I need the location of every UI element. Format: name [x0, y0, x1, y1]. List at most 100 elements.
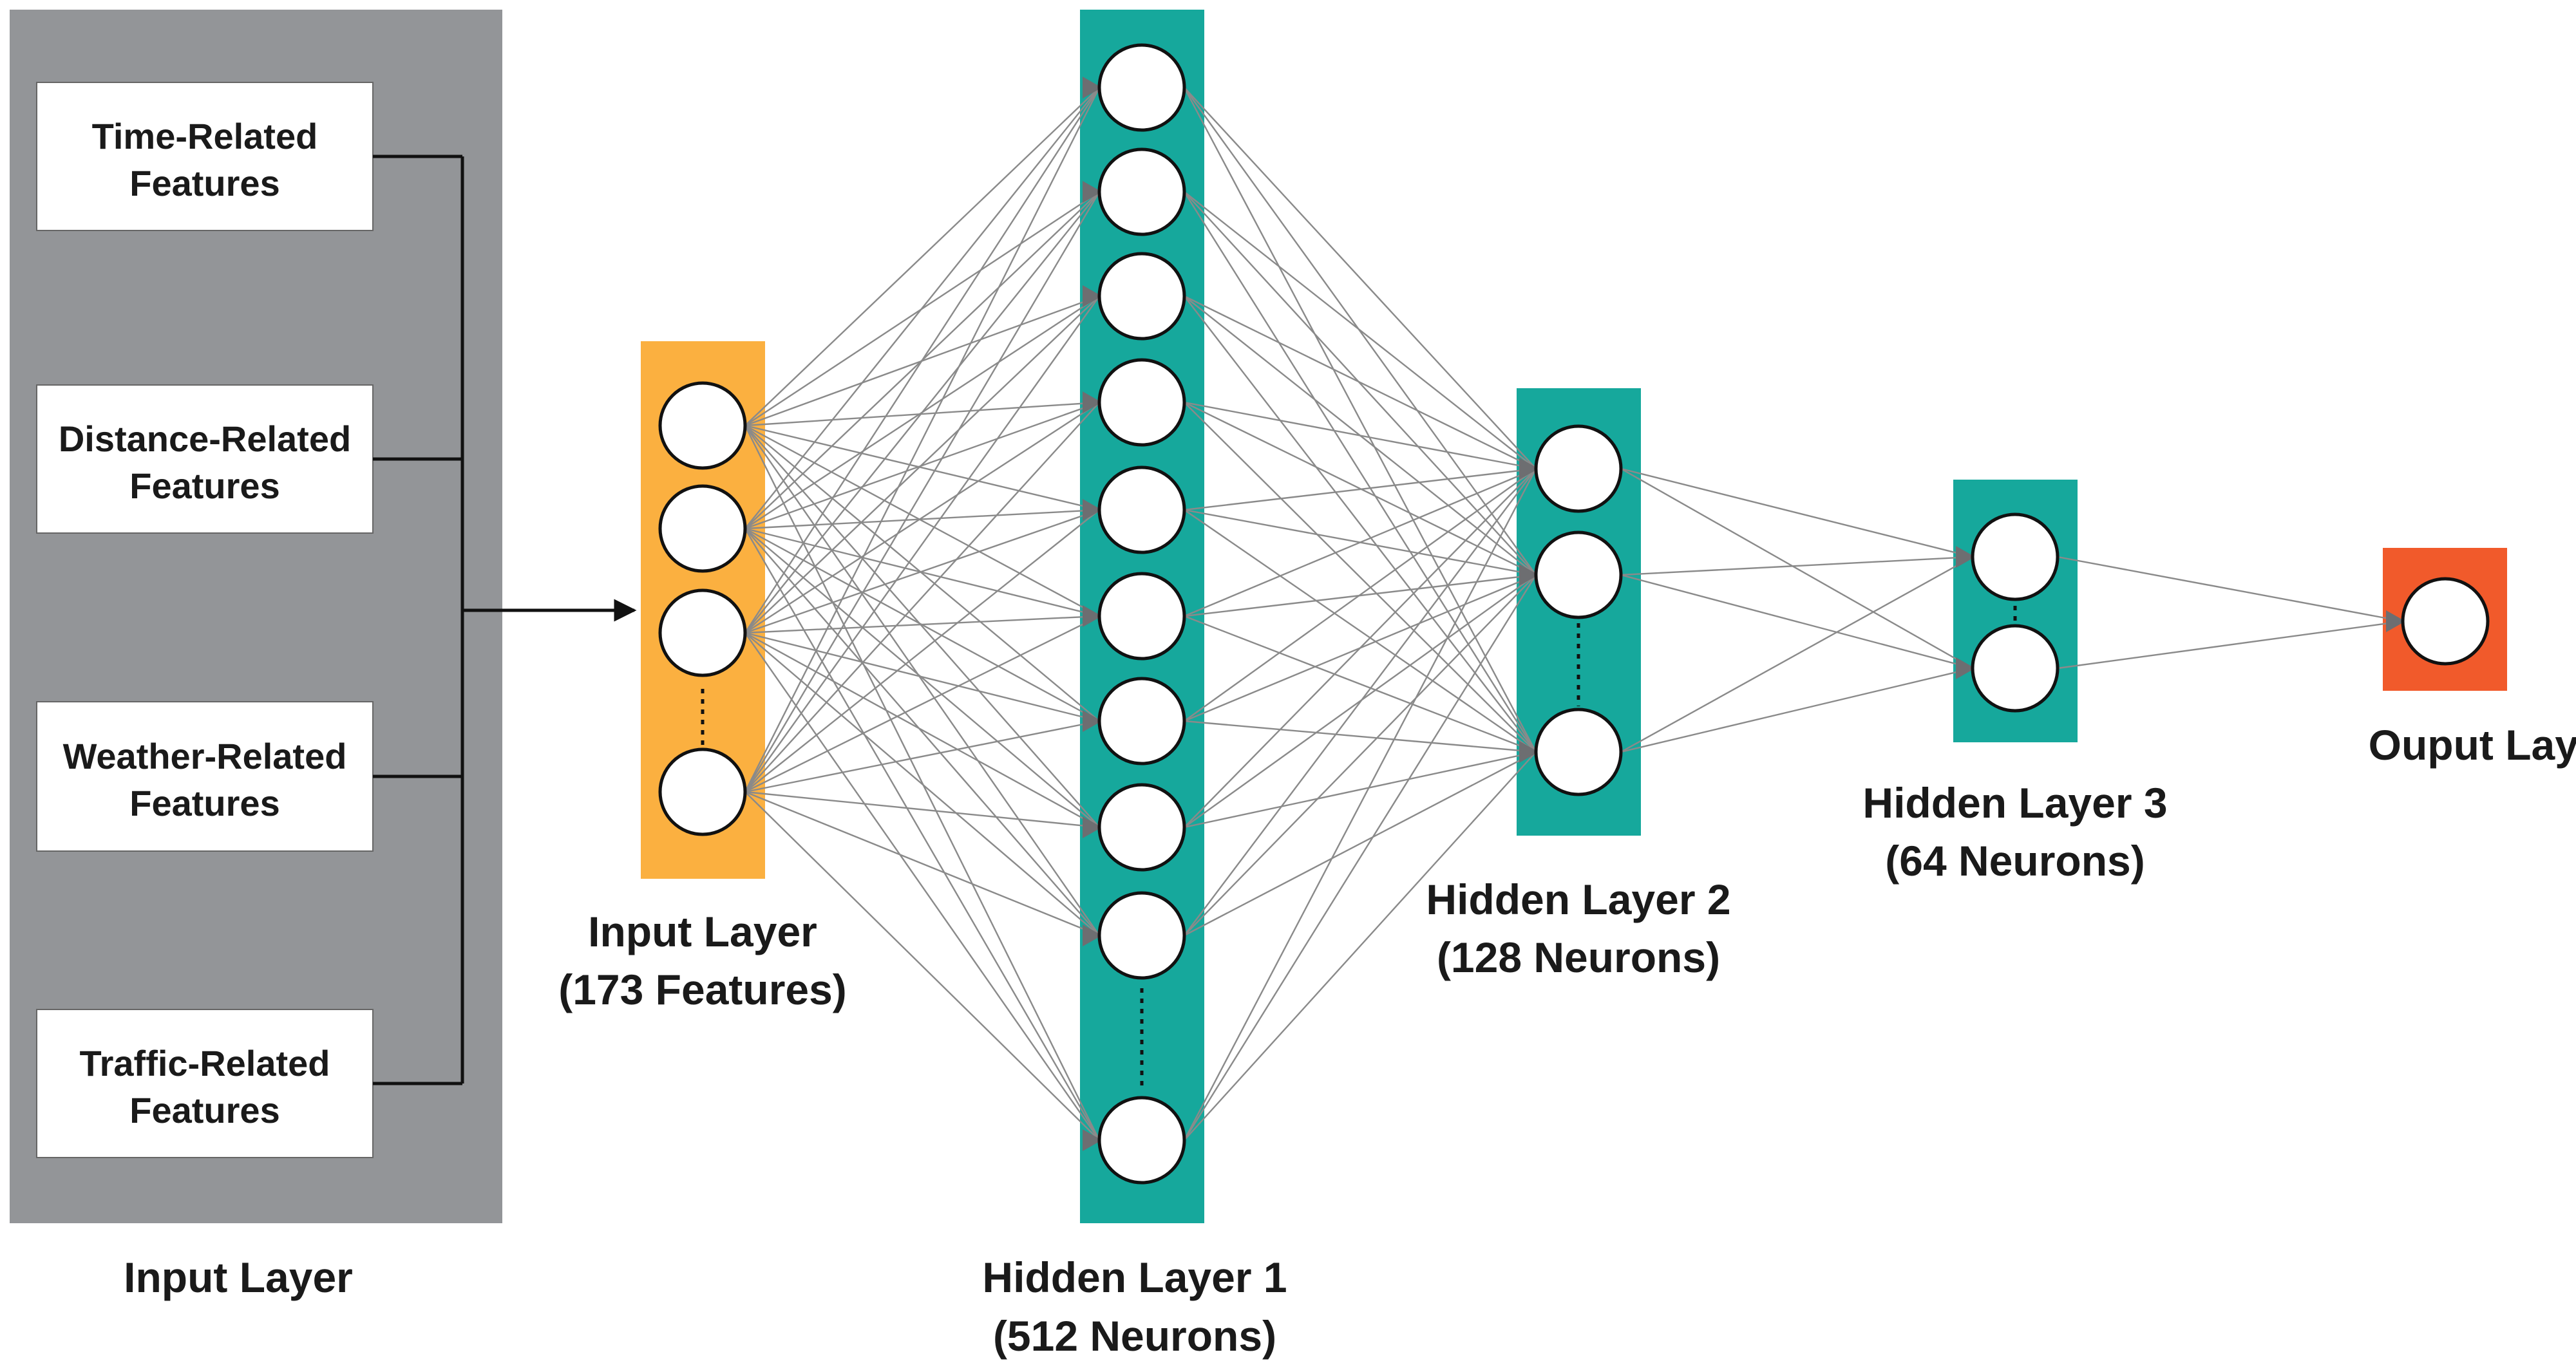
feature-box-time: Time-Related Features	[36, 82, 374, 231]
feature-label-line2: Features	[129, 465, 279, 506]
connection-line	[1184, 468, 1537, 722]
feature-box-rect	[36, 701, 374, 852]
connection-line	[744, 424, 1100, 511]
arrowhead	[1083, 816, 1102, 838]
connection-line	[744, 509, 1100, 793]
connection-line	[1184, 296, 1537, 753]
connection-line	[744, 632, 1100, 1141]
feature-box-rect	[36, 384, 374, 534]
arrowhead	[1083, 285, 1102, 307]
hidden-layer-1-neuron	[1097, 147, 1186, 236]
connection-line	[1620, 467, 1973, 558]
hidden-layer-2-neuron	[1534, 530, 1623, 619]
hidden-layer-2-neuron	[1534, 424, 1623, 513]
connection-line	[744, 528, 1100, 936]
connection-line	[1183, 191, 1537, 753]
connection-line	[744, 632, 1100, 936]
feature-label-line1: Time-Related	[92, 116, 318, 156]
connection-line	[744, 527, 1100, 617]
connection-line	[744, 615, 1100, 793]
connection-line	[1184, 574, 1537, 936]
connection-line	[744, 791, 1100, 1141]
connection-line	[1620, 467, 1973, 670]
hidden-layer-2-subtitle: (128 Neurons)	[1437, 934, 1720, 981]
arrowhead	[1083, 181, 1102, 203]
hidden-layer-3-title: Hidden Layer 3	[1862, 779, 2167, 827]
feature-box-traffic: Traffic-Related Features	[36, 1009, 374, 1158]
arrowhead	[2386, 610, 2405, 632]
connection-line	[744, 509, 1100, 634]
connection-line	[1184, 401, 1537, 470]
feature-label-line1: Traffic-Related	[80, 1043, 330, 1084]
connection-line	[1184, 720, 1537, 753]
connection-line	[744, 87, 1100, 529]
connection-line	[744, 632, 1100, 722]
hidden-layer-1-neuron	[1097, 783, 1186, 872]
output-layer-title: Ouput Layer	[2369, 721, 2576, 769]
input-layer-subtitle: (173 Features)	[558, 966, 847, 1013]
connection-line	[1184, 751, 1537, 937]
connection-line	[744, 791, 1100, 829]
connection-line	[1620, 667, 1973, 753]
connection-line	[744, 191, 1100, 633]
connection-line	[744, 509, 1100, 530]
connection-line	[744, 87, 1101, 793]
connection-line	[744, 87, 1100, 426]
input-layer-title: Input Layer	[588, 908, 817, 955]
neurons	[658, 43, 2490, 1185]
arrowhead	[1956, 546, 1975, 568]
arrowhead	[1083, 1129, 1102, 1151]
hidden-layer-1-neuron	[1097, 252, 1186, 341]
hidden-layer-1-neuron	[1097, 43, 1186, 132]
connection-line	[1184, 87, 1537, 469]
hidden-layer-1-title: Hidden Layer 1	[982, 1253, 1287, 1301]
connection-line	[1184, 295, 1537, 470]
connection-line	[1184, 751, 1537, 829]
input-layer-neuron	[658, 381, 747, 470]
connection-line	[1183, 574, 1537, 1141]
connection-line	[1184, 191, 1537, 469]
feature-panel: Time-Related Features Distance-Related F…	[10, 10, 637, 1301]
input-layer-neuron	[658, 747, 747, 836]
hidden-layer-1-neuron	[1097, 358, 1186, 447]
connection-line	[744, 615, 1100, 634]
connection-line	[744, 87, 1101, 633]
feature-label-line2: Features	[129, 1090, 279, 1131]
hidden-layer-1-neuron	[1097, 572, 1186, 661]
connection-line	[744, 191, 1101, 793]
connection-line	[744, 632, 1100, 829]
feature-panel-label: Input Layer	[124, 1253, 353, 1301]
arrowhead	[1519, 564, 1539, 586]
connection-line	[2057, 620, 2403, 670]
hidden-layer-3-neuron	[1971, 624, 2060, 713]
arrowhead	[1519, 741, 1539, 763]
feature-box-weather: Weather-Related Features	[36, 701, 374, 852]
hidden-layer-1-neuron	[1097, 1096, 1186, 1185]
arrowhead	[1956, 657, 1975, 679]
connection-line	[744, 401, 1100, 634]
connection-line	[744, 425, 1101, 1141]
feature-bracket-connector	[373, 155, 637, 1085]
output-layer-neuron	[2401, 577, 2490, 666]
feature-box-rect	[36, 82, 374, 231]
connection-line	[1184, 191, 1537, 576]
connection-line	[744, 425, 1100, 936]
hidden-layer-1-neuron	[1097, 677, 1186, 765]
connections	[744, 87, 2403, 1141]
feature-label-line2: Features	[129, 163, 279, 203]
connection-line	[744, 402, 1100, 793]
connection-line	[744, 791, 1100, 937]
connection-line	[1620, 574, 1973, 670]
connection-line	[1183, 468, 1537, 1141]
connection-line	[1184, 751, 1537, 1141]
connection-line	[744, 296, 1100, 633]
input-layer-neuron	[658, 588, 747, 677]
feature-label-line2: Features	[129, 783, 279, 823]
connection-line	[744, 425, 1100, 722]
connection-line	[744, 401, 1100, 427]
connection-line	[1184, 402, 1537, 753]
hidden-layer-2-title: Hidden Layer 2	[1426, 876, 1730, 923]
hidden-layer-3-subtitle: (64 Neurons)	[1885, 837, 2145, 885]
connection-line	[2057, 556, 2403, 623]
